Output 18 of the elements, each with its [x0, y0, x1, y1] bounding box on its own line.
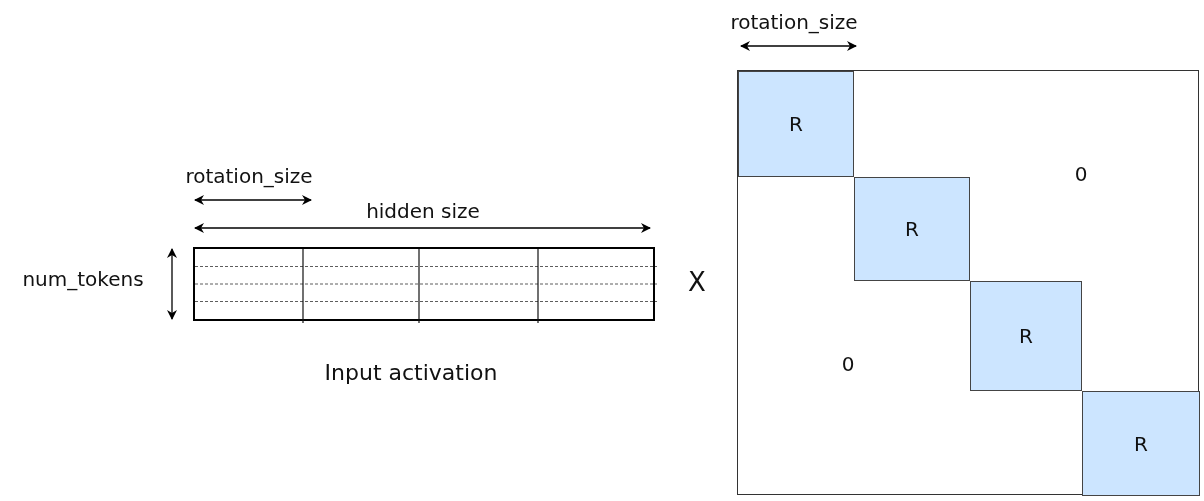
node-label: Input activation	[324, 361, 498, 385]
matrix-block	[854, 177, 970, 281]
multiply-sign: X	[688, 270, 706, 294]
matrix-outline	[737, 70, 1199, 495]
matrix-block	[1082, 391, 1200, 496]
dimension-label: hidden size	[366, 199, 480, 223]
activation-tensor	[193, 247, 655, 321]
dimension-label: num_tokens	[22, 267, 144, 291]
block-label: R	[1134, 431, 1148, 456]
dimension-label: rotation_size	[730, 10, 858, 34]
dimension-label: rotation_size	[185, 164, 313, 188]
matrix-block	[970, 281, 1082, 391]
block-label: R	[905, 217, 919, 241]
zero-label: 0	[1074, 162, 1088, 186]
matrix-block	[738, 71, 854, 177]
block-label: R	[789, 112, 803, 136]
zero-label: 0	[841, 352, 855, 376]
block-label: R	[1019, 324, 1033, 348]
